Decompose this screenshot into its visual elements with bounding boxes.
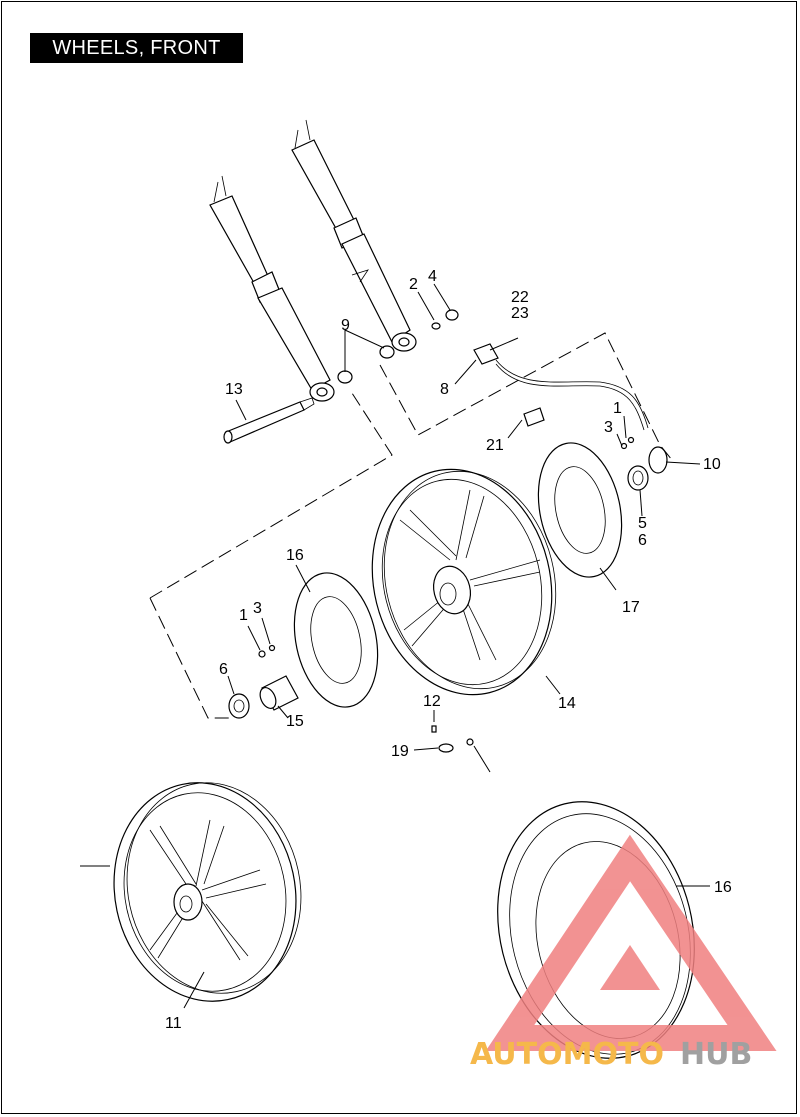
callout-5: 5 (638, 515, 647, 532)
callout-6-left: 6 (219, 661, 228, 678)
fork-right (291, 119, 417, 352)
callout-6-right: 6 (638, 532, 647, 549)
screw-left (258, 650, 266, 658)
washer-left (268, 644, 276, 652)
callout-19: 22 (511, 289, 529, 306)
valve-stem (466, 738, 474, 746)
cable-clip (523, 407, 545, 427)
callout-20: 23 (511, 305, 529, 322)
page-title: WHEELS, FRONT (30, 33, 243, 63)
front-axle (223, 397, 315, 444)
watermark-text-part1: AUTOMOTO (470, 1037, 664, 1072)
callout-4: 4 (428, 268, 437, 285)
leader-lines (80, 283, 710, 1009)
watermark-text: AUTOMOTO HUB (470, 1037, 752, 1072)
callout-1-left: 1 (239, 607, 248, 624)
washer (431, 322, 441, 330)
watermark-logo (485, 834, 777, 1051)
callout-12: 13 (225, 381, 243, 398)
callout-3-right: 3 (604, 419, 613, 436)
brake-rotor-right (537, 442, 623, 578)
callout-18: 21 (486, 437, 504, 454)
alternate-wheel (113, 782, 302, 1002)
callout-9: 10 (703, 456, 721, 473)
valve-cap (431, 725, 437, 733)
watermark-text-part2: HUB (680, 1037, 752, 1072)
callout-2: 2 (409, 276, 418, 293)
callout-11: 12 (423, 693, 441, 710)
valve-nut (438, 743, 454, 753)
callout-7: 8 (440, 381, 449, 398)
callout-13: 14 (558, 695, 576, 712)
callout-17: 19 (391, 743, 409, 760)
callout-15: 16 (714, 879, 732, 896)
axle-spacer (259, 675, 299, 711)
bearing-right (627, 465, 649, 491)
fork-left (209, 175, 335, 402)
bearing-left (228, 693, 250, 719)
callout-8: 9 (341, 317, 350, 334)
callout-16-right: 17 (622, 599, 640, 616)
brake-rotor-left (293, 572, 379, 708)
callout-10: 11 (165, 1015, 182, 1032)
callout-16-left: 16 (286, 547, 304, 564)
encoder-ring (648, 446, 668, 474)
axle-nut (445, 309, 459, 321)
callout-3-left: 3 (253, 600, 262, 617)
spacer-right (379, 345, 395, 359)
callout-labels: 9 2 4 22 23 8 13 21 1 3 10 5 6 17 16 1 3… (165, 268, 732, 1032)
cast-wheel (371, 468, 557, 696)
callout-1-right: 1 (613, 400, 622, 417)
spacer-left (337, 370, 353, 384)
callout-14: 15 (286, 713, 304, 730)
